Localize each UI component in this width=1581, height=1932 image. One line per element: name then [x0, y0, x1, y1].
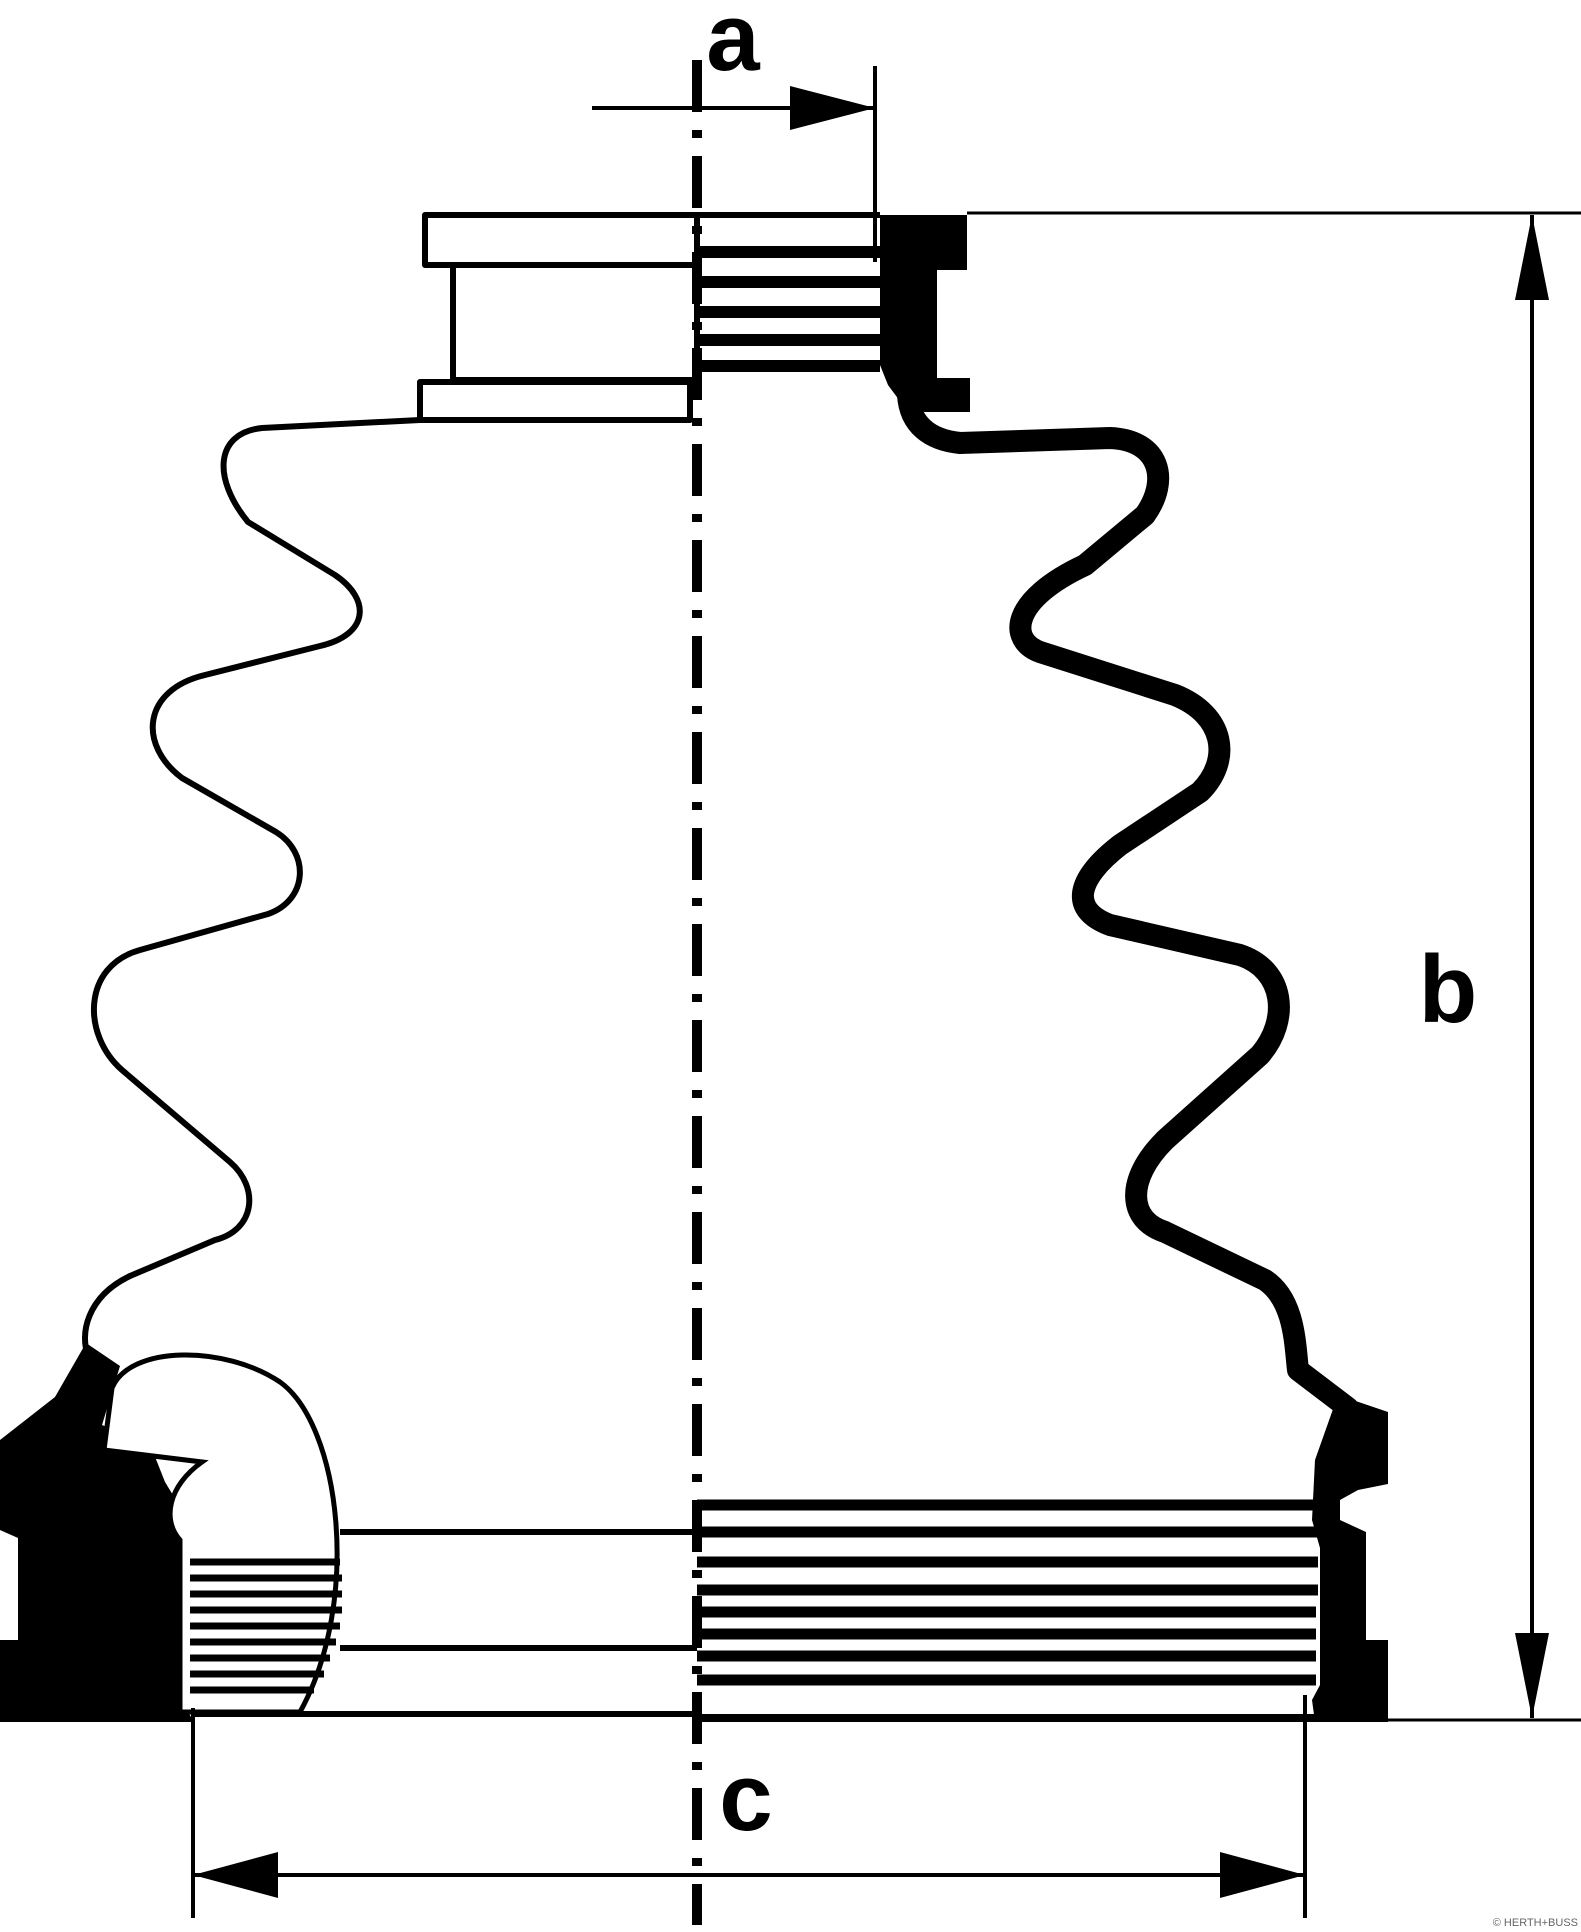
dimension-b: b — [967, 211, 1581, 1722]
left-neck — [450, 262, 700, 383]
right-housing-solid — [1312, 1395, 1388, 1722]
dimension-c-arrow-left — [193, 1852, 278, 1898]
right-bore-ribs — [697, 1499, 1322, 1686]
boot-left-half — [82, 212, 700, 1357]
dimension-c-arrow-right — [1220, 1852, 1305, 1898]
left-top-flange — [422, 212, 700, 268]
left-bellows-profile — [82, 417, 421, 1357]
dimension-a-label: a — [706, 0, 760, 91]
dimension-b-arrow-top — [1515, 215, 1549, 300]
left-collar-step — [417, 379, 693, 423]
dimension-c-label: c — [719, 1744, 772, 1851]
right-top-ribs — [697, 246, 880, 372]
dimension-c: c — [191, 1695, 1307, 1918]
boot-left-housing — [0, 1343, 697, 1722]
right-bellows-profile — [897, 384, 1359, 1419]
left-bore-lines — [194, 1529, 697, 1717]
boot-right-half — [697, 212, 1388, 1722]
dimension-b-label: b — [1419, 936, 1478, 1043]
brand-credit: © HERTH+BUSS — [1493, 1917, 1578, 1929]
left-internal-ribs — [190, 1558, 342, 1694]
left-housing-solid — [0, 1343, 194, 1722]
dimension-a-arrow — [790, 86, 875, 130]
right-top-collar — [880, 215, 970, 412]
dimension-b-arrow-bottom — [1515, 1633, 1549, 1718]
dimension-a: a — [592, 0, 877, 262]
